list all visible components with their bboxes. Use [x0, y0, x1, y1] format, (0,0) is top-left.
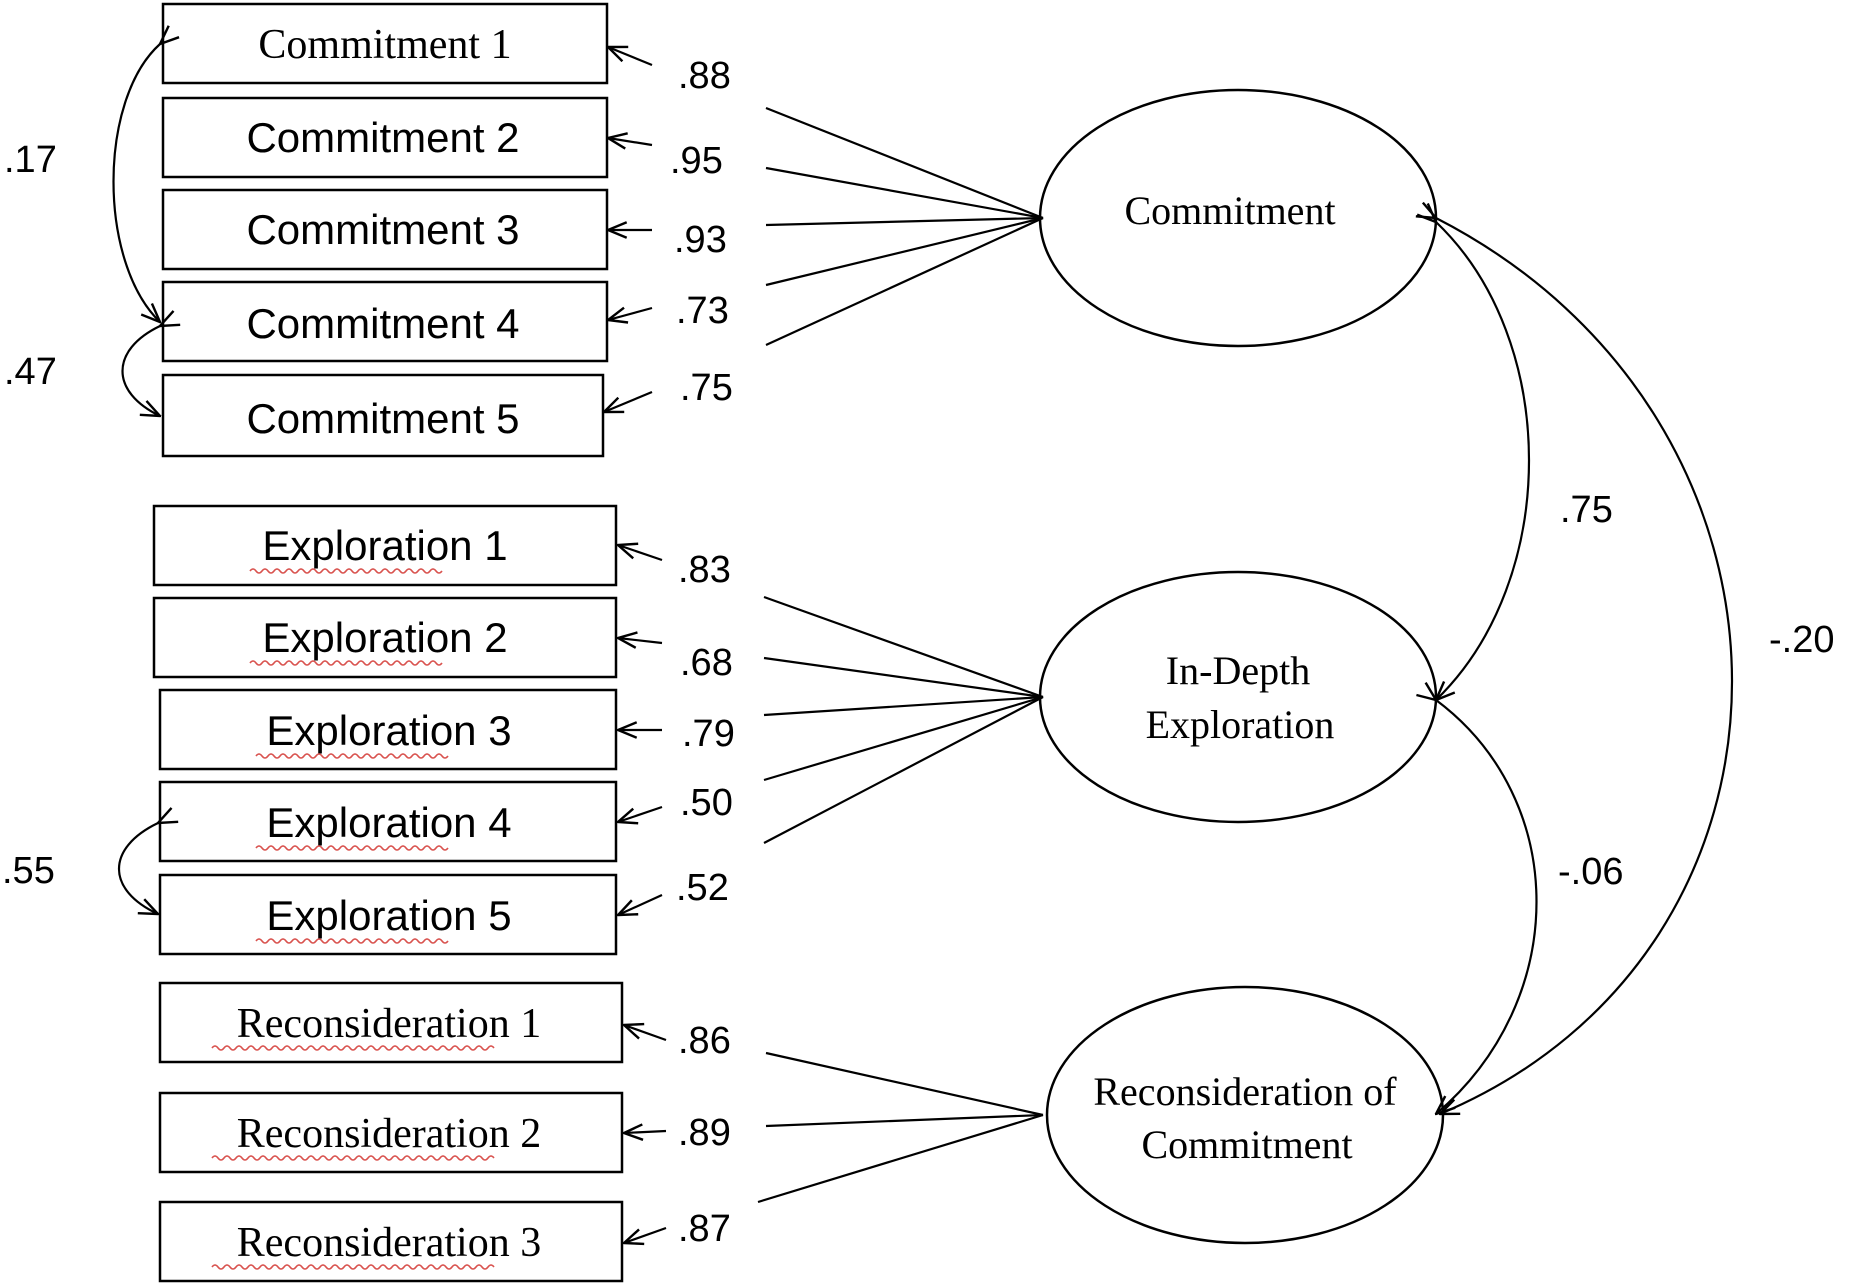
indicator-label: Exploration 5 — [266, 892, 511, 939]
error-covariance-value: .55 — [2, 850, 55, 892]
spellcheck-underline — [255, 845, 449, 851]
indicator-exploration-5: Exploration 5 — [158, 873, 618, 956]
indicator-label: Exploration 1 — [262, 522, 507, 569]
indicator-label: Commitment 3 — [246, 206, 519, 253]
indicator-label: Exploration 3 — [266, 707, 511, 754]
indicator-commitment-3: Commitment 3 — [161, 188, 609, 271]
loading-value: .83 — [678, 549, 731, 591]
error-covariance-value: .17 — [4, 139, 57, 181]
indicator-reconsideration-1: Reconsideration 1 — [158, 981, 624, 1064]
indicator-reconsideration-2: Reconsideration 2 — [158, 1091, 624, 1174]
indicator-commitment-1: Commitment 1 — [161, 2, 609, 85]
latent-label: Commitment — [1124, 188, 1335, 233]
loading-value: .86 — [678, 1020, 731, 1062]
indicator-label: Commitment 1 — [258, 22, 511, 68]
latent-commitment: Commitment — [1038, 88, 1438, 348]
loading-paths — [604, 47, 1044, 1243]
latent-label-line-1: In-Depth — [1166, 648, 1310, 693]
latent-label-line-2: Commitment — [1141, 1122, 1352, 1167]
indicator-label: Exploration 4 — [266, 799, 511, 846]
spellcheck-underline — [211, 1155, 495, 1161]
covariance-values: .17 .47 .55 .75 -.06 -.20 — [2, 139, 1834, 893]
indicator-label: Commitment 2 — [246, 114, 519, 161]
spellcheck-underline — [211, 1264, 495, 1270]
loading-coefficients: .88 .95 .93 .73 .75 .83 .68 .79 .50 .52 … — [670, 55, 735, 1250]
indicator-label: Commitment 5 — [246, 395, 519, 442]
factor-correlation-value: -.20 — [1769, 619, 1834, 661]
indicator-label: Reconsideration 1 — [237, 1001, 541, 1047]
loading-value: .95 — [670, 140, 723, 182]
error-covariance-curves — [112, 44, 161, 914]
spellcheck-underline — [211, 1045, 495, 1051]
indicator-commitment-5: Commitment 5 — [161, 373, 605, 458]
indicator-commitment-4: Commitment 4 — [161, 280, 609, 363]
factor-correlation-value: .75 — [1560, 489, 1613, 531]
indicator-label: Reconsideration 3 — [237, 1220, 541, 1266]
latent-reconsideration-of-commitment: Reconsideration of Commitment — [1045, 985, 1445, 1245]
factor-correlation-curves — [1436, 218, 1734, 1114]
loading-value: .75 — [680, 367, 733, 409]
loading-value: .52 — [676, 867, 729, 909]
indicator-exploration-2: Exploration 2 — [152, 596, 618, 679]
indicator-label: Reconsideration 2 — [237, 1111, 541, 1157]
latent-label-line-2: Exploration — [1146, 702, 1335, 747]
indicator-exploration-3: Exploration 3 — [158, 688, 618, 771]
spellcheck-underline — [249, 568, 443, 574]
loading-value: .87 — [678, 1208, 731, 1250]
loading-value: .79 — [682, 713, 735, 755]
factor-correlation-value: -.06 — [1558, 851, 1623, 893]
loading-value: .88 — [678, 55, 731, 97]
indicator-reconsideration-3: Reconsideration 3 — [158, 1200, 624, 1283]
spellcheck-underline — [255, 938, 449, 944]
loading-value: .93 — [674, 219, 727, 261]
loading-value: .89 — [678, 1112, 731, 1154]
error-covariance-value: .47 — [4, 351, 57, 393]
spellcheck-underline — [249, 660, 443, 666]
latent-in-depth-exploration: In-Depth Exploration — [1038, 570, 1438, 824]
indicator-exploration-1: Exploration 1 — [152, 504, 618, 587]
loading-value: .68 — [680, 642, 733, 684]
indicator-exploration-4: Exploration 4 — [158, 780, 618, 863]
latent-label-line-1: Reconsideration of — [1093, 1069, 1397, 1114]
indicator-commitment-2: Commitment 2 — [161, 96, 609, 179]
loading-value: .73 — [676, 290, 729, 332]
loading-value: .50 — [680, 782, 733, 824]
spellcheck-underline — [255, 753, 449, 759]
indicator-label: Exploration 2 — [262, 614, 507, 661]
indicator-label: Commitment 4 — [246, 300, 519, 347]
